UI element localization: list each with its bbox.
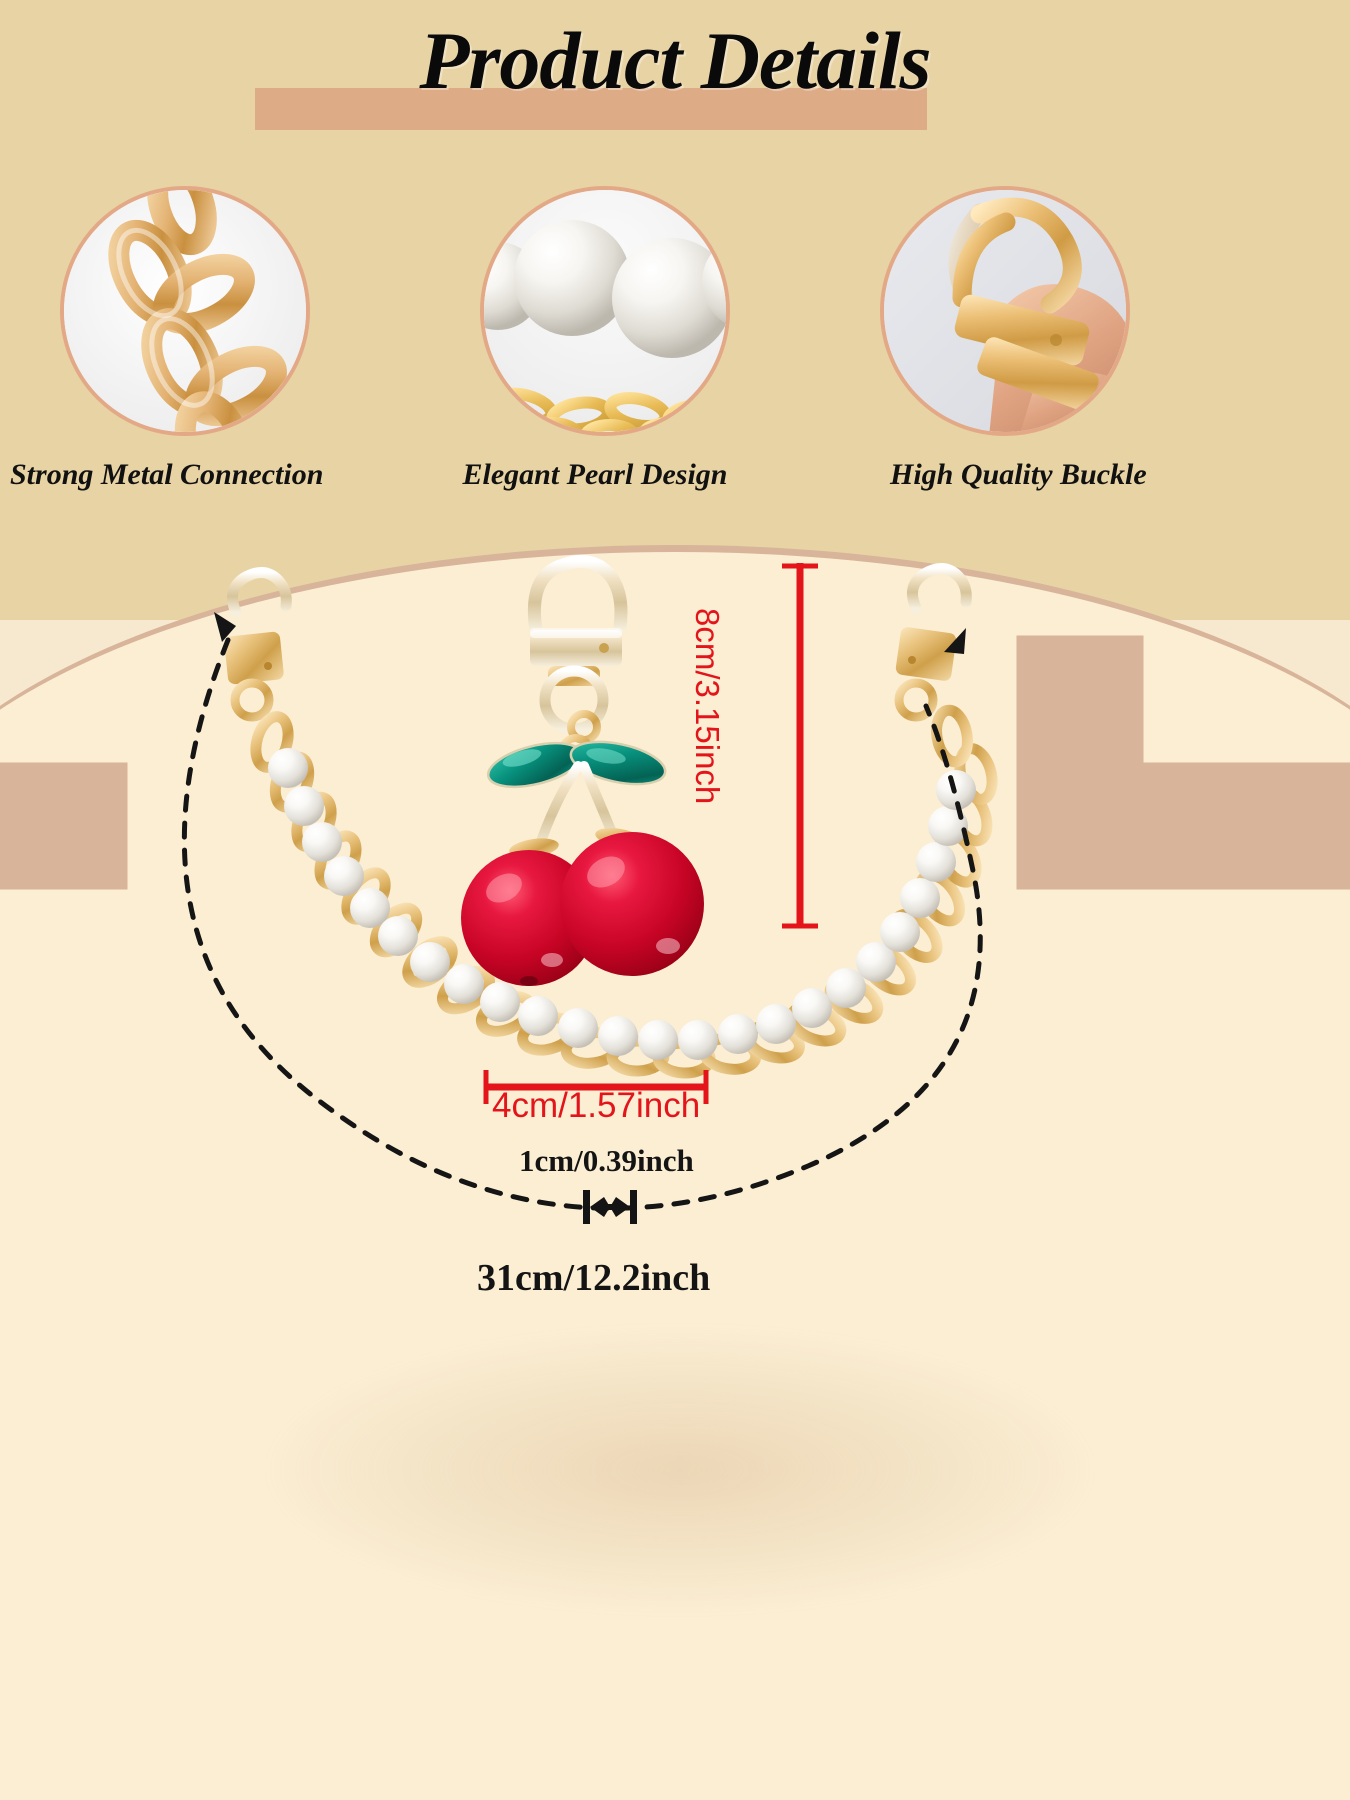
measure-label-charm-width: 4cm/1.57inch bbox=[492, 1086, 701, 1125]
chain-link-icon bbox=[108, 190, 287, 432]
feature-image-buckle bbox=[880, 186, 1130, 436]
clasp-icon bbox=[948, 197, 1126, 432]
feature-image-pearls bbox=[480, 186, 730, 436]
pearl-icon bbox=[484, 220, 726, 432]
measure-label-pearl-diameter: 1cm/0.39inch bbox=[519, 1143, 694, 1178]
feature-strong-metal-connection: Strong Metal Connection bbox=[10, 186, 323, 492]
feature-image-chain bbox=[60, 186, 310, 436]
feature-elegant-pearl-design: Elegant Pearl Design bbox=[462, 186, 740, 492]
title-highlight-bar bbox=[255, 88, 927, 130]
feature-high-quality-buckle: High Quality Buckle bbox=[880, 186, 1147, 492]
page-title: Product Details bbox=[419, 15, 931, 106]
feature-caption: Elegant Pearl Design bbox=[462, 458, 728, 491]
product-drop-shadow bbox=[270, 1330, 1090, 1610]
feature-caption: High Quality Buckle bbox=[890, 458, 1147, 491]
measure-label-charm-height: 8cm/3.15inch bbox=[689, 608, 726, 805]
measure-label-strap-length: 31cm/12.2inch bbox=[477, 1257, 711, 1299]
feature-caption: Strong Metal Connection bbox=[10, 458, 324, 491]
